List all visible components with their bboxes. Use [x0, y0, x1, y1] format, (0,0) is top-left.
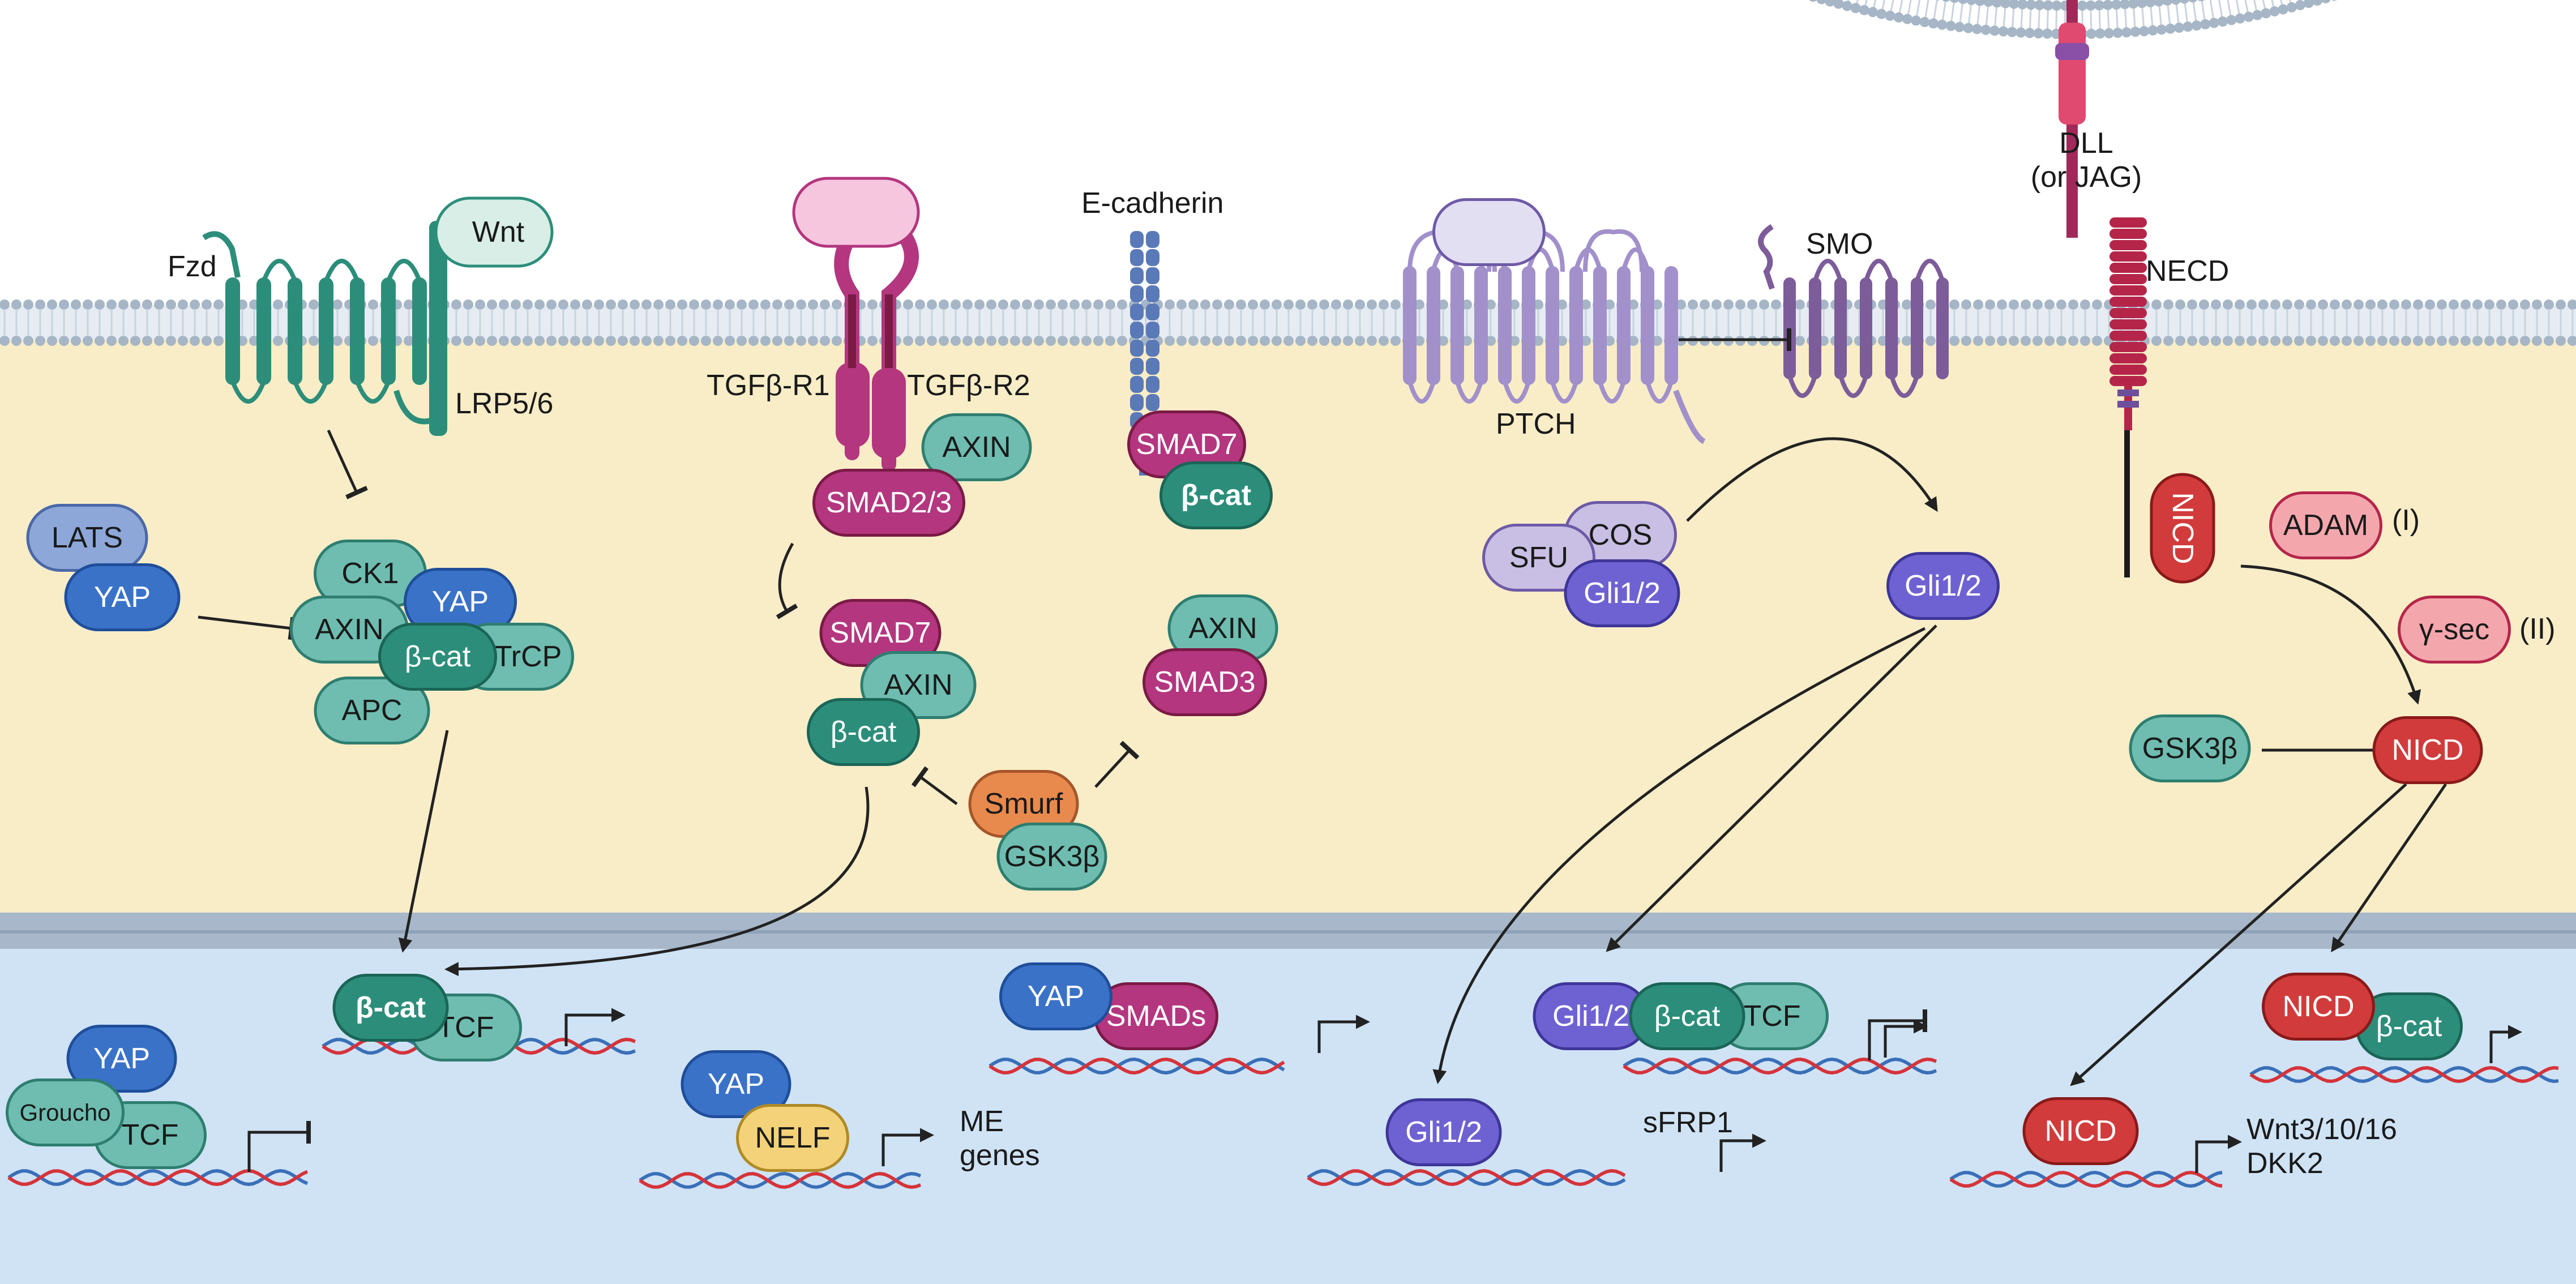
node-gsec-shape: [2398, 596, 2511, 664]
node-gli12c: Gli1/2: [1405, 1116, 1482, 1149]
node-bcat3-shape: [807, 698, 920, 766]
node-sfu-shape: [1482, 524, 1595, 592]
node-smurf: Smurf: [985, 787, 1063, 820]
edges: [198, 328, 2447, 1086]
node-gli12b: Gli1/2: [1905, 570, 1982, 602]
lrp-label: LRP5/6: [455, 387, 553, 420]
node-tcf3: TCF: [1743, 1000, 1800, 1033]
node-smad7b: SMAD7: [829, 617, 931, 649]
notch-receptor: [2109, 217, 2147, 577]
node-bcat6: β-cat: [2376, 1010, 2442, 1043]
node-yap3: YAP: [93, 1042, 150, 1075]
node-nicd3-shape: [2022, 1097, 2139, 1165]
node-gli12a-shape: [1564, 559, 1680, 627]
ptch-label: PTCH: [1496, 408, 1576, 440]
node-gli12a: Gli1/2: [1584, 577, 1661, 610]
node-apc: APC: [342, 694, 403, 727]
tgfbr1-label: TGFβ-R1: [707, 369, 830, 402]
node-smad3: SMAD3: [1154, 666, 1255, 699]
node-smad7a: SMAD7: [1136, 428, 1237, 461]
node-cos: COS: [1589, 519, 1653, 551]
node-smad23-shape: [812, 469, 965, 537]
node-gsk3b2: GSK3β: [2142, 732, 2238, 765]
necd-label: NECD: [2146, 255, 2229, 288]
tgfb-receptor: [834, 230, 919, 472]
roman-two-label: (II): [2519, 613, 2556, 645]
node-groucho: Groucho: [19, 1099, 110, 1126]
node-gli12d: Gli1/2: [1552, 1000, 1629, 1033]
dna-strands: [7, 1008, 2559, 1189]
node-groucho-shape: [6, 1078, 125, 1146]
fzd-label: Fzd: [168, 250, 217, 283]
node-gsec: γ-sec: [2419, 613, 2489, 646]
node-apc-shape: [314, 677, 430, 744]
node-gsk3b1-shape: [996, 823, 1107, 891]
node-nicd1-shape: [2372, 716, 2483, 784]
node-bcat5-shape: [1629, 982, 1745, 1050]
node-yap4-shape: [681, 1050, 791, 1118]
ptch-receptor: [1403, 229, 1706, 444]
wnt-label: Wnt: [472, 216, 525, 249]
node-yap5-shape: [999, 962, 1112, 1030]
smo-label: SMO: [1806, 228, 1873, 260]
dll-label: DLL(or JAG): [2031, 127, 2142, 194]
neighbor-cell-membrane: [1809, 0, 2337, 39]
node-bcat1: β-cat: [405, 640, 471, 673]
node-adam: ADAM: [2283, 509, 2368, 542]
node-nicd3: NICD: [2044, 1115, 2116, 1148]
node-yap1-shape: [64, 563, 181, 631]
node-yap2: YAP: [432, 585, 489, 618]
node-sfu: SFU: [1509, 541, 1568, 574]
node-nicd2: NICD: [2282, 990, 2354, 1023]
sfrp1-label: sFRP1: [1643, 1106, 1733, 1139]
node-yap4: YAP: [708, 1068, 764, 1101]
node-axin2-shape: [921, 413, 1032, 481]
node-adam-shape: [2269, 491, 2382, 559]
node-nicd-mem-shape: [2150, 473, 2215, 584]
node-gsk3b2-shape: [2129, 714, 2251, 782]
node-axin1: AXIN: [315, 613, 383, 646]
node-axin4: AXIN: [1188, 612, 1257, 645]
node-smad23: SMAD2/3: [826, 486, 952, 519]
node-hh-shape: [1432, 198, 1546, 266]
node-yap1: YAP: [94, 581, 151, 614]
wnt-ligand-shape: [434, 196, 554, 268]
node-bcat4-shape: [332, 974, 449, 1042]
node-axin3: AXIN: [884, 669, 952, 701]
node-gli12b-shape: [1886, 552, 2000, 620]
node-bcat2-shape: [1159, 461, 1273, 529]
dll-ligand: [2055, 0, 2089, 238]
node-tgfb-shape: [792, 177, 920, 248]
node-gli12c-shape: [1385, 1098, 1502, 1166]
node-yap3-shape: [66, 1025, 177, 1093]
frizzled-receptor: [202, 231, 437, 425]
node-tcf1: TCF: [121, 1119, 178, 1152]
node-bcat3: β-cat: [831, 716, 897, 748]
nodes: LATSYAPCK1YAPAXINAPCβ-TrCPβ-catAXINSMAD2…: [6, 177, 2511, 1172]
smo-receptor: [1758, 224, 1949, 398]
lrp-receptor: [429, 221, 447, 436]
node-yap5: YAP: [1028, 980, 1084, 1013]
node-bcat4: β-cat: [356, 991, 426, 1024]
node-lats: LATS: [52, 521, 123, 554]
node-ck1: CK1: [341, 557, 399, 590]
node-nicd-mem: NICD: [2166, 492, 2199, 564]
node-nelf-shape: [736, 1104, 849, 1172]
roman-one-label: (I): [2392, 504, 2420, 537]
node-nicd2-shape: [2262, 973, 2375, 1041]
node-smads: SMADs: [1106, 1000, 1206, 1033]
node-gsk3b1: GSK3β: [1004, 840, 1100, 873]
tgfbr2-label: TGFβ-R2: [907, 369, 1030, 402]
node-nicd1: NICD: [2391, 734, 2463, 767]
node-smad3-shape: [1142, 648, 1267, 716]
node-axin2: AXIN: [942, 431, 1011, 464]
node-nelf: NELF: [755, 1122, 831, 1154]
ecad-label: E-cadherin: [1081, 187, 1223, 220]
node-bcat1-shape: [378, 623, 497, 691]
node-bcat2: β-cat: [1181, 479, 1251, 512]
node-bcat5: β-cat: [1654, 1000, 1721, 1033]
